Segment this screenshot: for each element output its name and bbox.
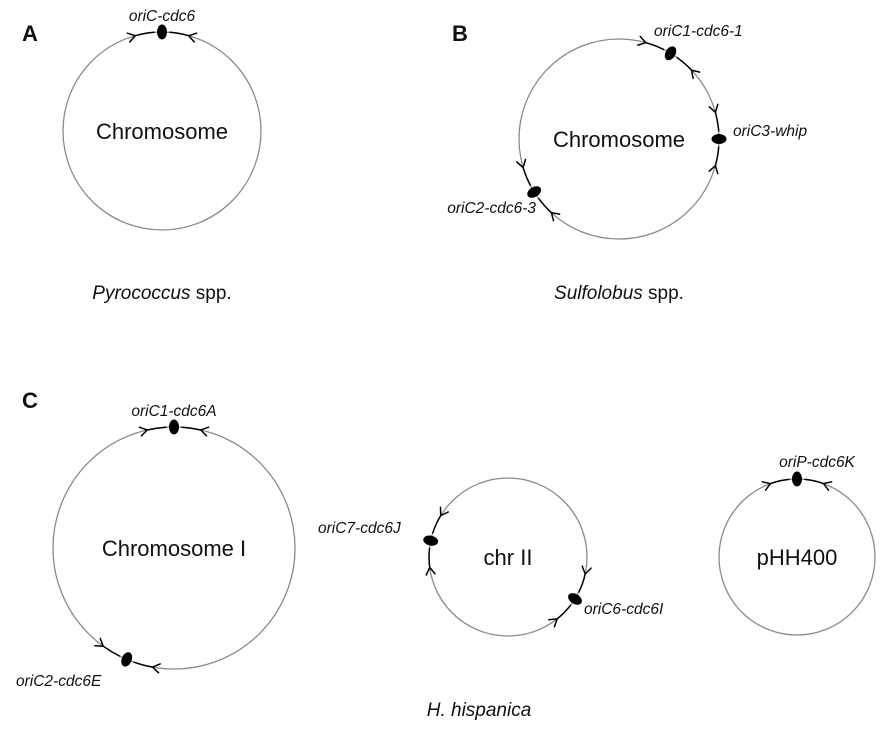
origin-oriC1-cdc6A: oriC1-cdc6A — [131, 403, 217, 437]
phh400-label: pHH400 — [757, 545, 838, 570]
replication-fork-arrowhead — [94, 637, 104, 647]
origin-oriC7-cdc6J: oriC7-cdc6J — [318, 506, 449, 576]
replication-fork-arrowhead — [761, 481, 772, 491]
chromosome-label: Chromosome — [96, 119, 228, 144]
origin-dot — [169, 419, 179, 435]
origin-oriC2-cdc6-3: oriC2-cdc6-3 — [447, 158, 561, 222]
origin-label: oriC2-cdc6-3 — [447, 200, 536, 217]
replication-fork-arc — [181, 426, 202, 431]
replication-fork-arrowhead — [516, 158, 527, 169]
origin-dot — [664, 46, 677, 61]
replication-fork-arc — [428, 547, 431, 569]
species-genus: Sulfolobus — [554, 283, 643, 304]
origin-oriC6-cdc6I: oriC6-cdc6I — [548, 565, 664, 628]
replication-fork-arrowhead — [637, 35, 647, 46]
origin-oriC3-whip: oriC3-whip — [708, 103, 807, 175]
origin-label: oriC1-cdc6A — [131, 403, 216, 420]
replication-fork-arrowhead — [425, 566, 436, 576]
chromosome-i-label: Chromosome I — [102, 536, 246, 561]
replication-fork-arrowhead — [550, 211, 561, 222]
origin-label: oriC-cdc6 — [129, 8, 196, 25]
species-suffix: spp. — [191, 283, 232, 304]
replication-fork-arc — [804, 478, 825, 485]
replication-fork-arc — [134, 31, 155, 37]
panel-letter-b: B — [452, 21, 468, 46]
replication-fork-arc — [578, 573, 586, 593]
replication-fork-arrowhead — [581, 565, 592, 575]
origin-dot — [527, 186, 542, 198]
replication-fork-arc — [645, 41, 665, 51]
replication-fork-arc — [556, 604, 572, 620]
chr-ii-label: chr II — [484, 545, 533, 570]
replication-fork-arrowhead — [200, 426, 210, 437]
replication-fork-arc — [133, 661, 154, 668]
origin-dot — [157, 24, 167, 40]
origin-dot — [711, 134, 727, 144]
replication-fork-arc — [102, 645, 121, 657]
origin-label: oriC2-cdc6E — [16, 673, 102, 690]
origin-label: oriC3-whip — [733, 123, 807, 140]
replication-fork-arrowhead — [138, 426, 148, 437]
replication-fork-arc — [537, 197, 553, 214]
replication-fork-arc — [169, 31, 190, 37]
origin-label: oriC6-cdc6I — [584, 601, 664, 618]
panel-b: B Chromosome oriC1-cdc6-1 oriC3-whip ori… — [447, 21, 807, 304]
origin-oriP-cdc6K: oriP-cdc6K — [761, 454, 856, 491]
replication-fork-arrowhead — [708, 103, 719, 114]
replication-fork-arrowhead — [690, 69, 701, 80]
replication-fork-arrowhead — [439, 506, 449, 517]
replication-fork-arrowhead — [708, 164, 719, 175]
species-label: Pyrococcus spp. — [92, 283, 231, 304]
origin-oriC1-cdc6-1: oriC1-cdc6-1 — [637, 23, 743, 80]
panel-letter-c: C — [22, 388, 38, 413]
replication-fork-arc — [714, 146, 720, 167]
replication-fork-arc — [432, 514, 442, 534]
origin-oriC-cdc6: oriC-cdc6 — [126, 8, 198, 43]
species-genus: Pyrococcus — [92, 283, 191, 304]
species-label: H. hispanica — [427, 700, 532, 721]
replication-fork-arc — [676, 56, 693, 71]
origin-oriC2-cdc6E: oriC2-cdc6E — [16, 637, 161, 690]
replication-fork-arrowhead — [822, 481, 833, 491]
species-suffix: spp. — [643, 283, 684, 304]
origin-label: oriC1-cdc6-1 — [654, 23, 743, 40]
replication-fork-arc — [769, 478, 790, 485]
replication-fork-arc — [146, 426, 167, 431]
replication-fork-arrowhead — [548, 618, 558, 628]
chromosome-label: Chromosome — [553, 127, 685, 152]
panel-c: C Chromosome I oriC1-cdc6A oriC2-cdc6E c… — [16, 388, 876, 721]
species-name: H. hispanica — [427, 700, 532, 721]
replication-fork-arrowhead — [151, 663, 161, 674]
replication-fork-arrowhead — [187, 32, 198, 43]
panel-a: A Chromosome oriC-cdc6 Pyrococcus spp. — [22, 8, 262, 304]
replication-fork-arc — [714, 111, 720, 132]
origin-dot — [121, 652, 133, 667]
origin-dot — [792, 471, 802, 487]
origin-label: oriC7-cdc6J — [318, 520, 401, 537]
species-label: Sulfolobus spp. — [554, 283, 684, 304]
replication-fork-arrowhead — [126, 32, 137, 43]
replication-fork-arc — [522, 166, 531, 186]
origin-dot — [568, 593, 582, 605]
origin-label: oriP-cdc6K — [779, 454, 855, 471]
origin-dot — [423, 535, 439, 546]
panel-letter-a: A — [22, 21, 38, 46]
